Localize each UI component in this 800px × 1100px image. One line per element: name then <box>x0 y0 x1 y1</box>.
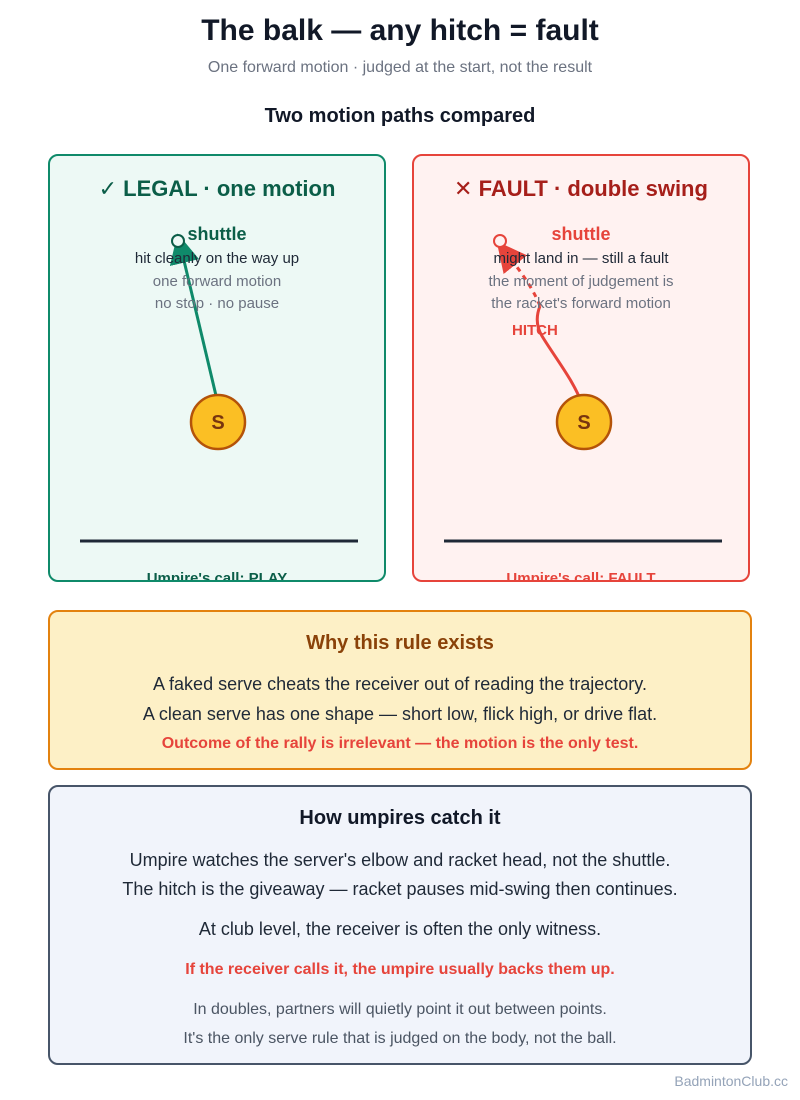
how-line6: It's the only serve rule that is judged … <box>183 1030 617 1047</box>
legal-panel: S ✓ LEGAL · one motion shuttle hit clean… <box>48 154 386 582</box>
how-line1: Umpire watches the server's elbow and ra… <box>129 850 671 870</box>
fault-continuation-path <box>496 241 542 307</box>
comparison-title: Two motion paths compared <box>264 105 536 127</box>
legal-umpire-call: Umpire's call: PLAY <box>146 570 288 582</box>
how-line4: If the receiver calls it, the umpire usu… <box>185 961 615 978</box>
how-line3: At club level, the receiver is often the… <box>198 919 602 939</box>
legal-motion-path <box>169 233 220 405</box>
how-umpires-box: How umpires catch it Umpire watches the … <box>48 785 752 1065</box>
legal-shuttle-marker <box>171 234 185 248</box>
fault-motion-diagram: S <box>444 234 722 543</box>
how-line5: In doubles, partners will quietly point … <box>193 1001 607 1018</box>
legal-shuttle-label: shuttle <box>187 224 247 244</box>
fault-line1: might land in — still a fault <box>493 250 669 267</box>
fault-server-label: S <box>577 412 590 434</box>
page-subtitle: One forward motion · judged at the start… <box>207 59 593 76</box>
why-rule-box: Why this rule exists A faked serve cheat… <box>48 610 752 770</box>
fault-line2: the moment of judgement is <box>488 273 674 290</box>
fault-server-circle <box>555 393 613 451</box>
legal-line3: no stop · no pause <box>154 295 280 312</box>
fault-umpire-call: Umpire's call: FAULT <box>506 570 656 582</box>
why-line2: A clean serve has one shape — short low,… <box>142 704 658 724</box>
fault-shuttle-marker <box>493 234 507 248</box>
legal-server-circle <box>189 393 247 451</box>
legal-heading: ✓ LEGAL · one motion <box>98 176 336 201</box>
fault-hitch-label: HITCH <box>512 322 558 339</box>
legal-line1: hit cleanly on the way up <box>134 250 300 267</box>
fault-line3: the racket's forward motion <box>491 295 671 312</box>
why-line1: A faked serve cheats the receiver out of… <box>153 674 647 694</box>
fault-heading: ✕ FAULT · double swing <box>454 176 708 201</box>
why-heading: Why this rule exists <box>306 632 494 654</box>
footer-site-link[interactable]: BadmintonClub.cc <box>674 1073 788 1089</box>
fault-motion-path <box>535 305 584 405</box>
legal-line2: one forward motion <box>152 273 282 290</box>
legal-motion-diagram: S <box>80 233 358 543</box>
legal-server-label: S <box>211 412 224 434</box>
page-title: The balk — any hitch = fault <box>201 14 599 47</box>
why-line3: Outcome of the rally is irrelevant — the… <box>161 735 639 752</box>
fault-panel: S ✕ FAULT · double swing shuttle might l… <box>412 154 750 582</box>
how-heading: How umpires catch it <box>299 807 501 829</box>
fault-shuttle-label: shuttle <box>551 224 611 244</box>
how-line2: The hitch is the giveaway — racket pause… <box>122 879 678 899</box>
